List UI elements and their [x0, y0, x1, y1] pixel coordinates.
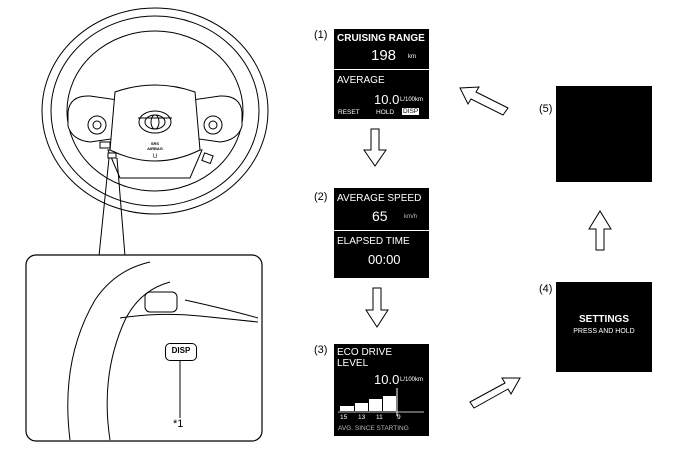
screen-4-settings: SETTINGS PRESS AND HOLD	[556, 282, 652, 372]
right-switch-cluster	[201, 115, 223, 165]
screen-2-average-speed: AVERAGE SPEED 65 km/h ELAPSED TIME 00:00	[334, 188, 429, 278]
screen2-speed-value: 65	[372, 208, 388, 224]
screen1-avg-label: AVERAGE	[337, 75, 385, 86]
arrow-5-to-1	[459, 86, 509, 116]
screen3-value: 10.0	[374, 372, 400, 387]
screen1-footer-reset: RESET	[338, 109, 360, 116]
screen2-divider	[334, 230, 429, 231]
steering-wheel-hub	[109, 84, 201, 162]
screen3-tick-3: 11	[376, 414, 383, 421]
arrow-up-4-to-5	[588, 210, 612, 251]
screen2-speed-unit: km/h	[404, 214, 418, 220]
screen3-tick-4: 9	[397, 414, 401, 421]
screen1-range-unit: km	[408, 54, 416, 60]
screen3-footer: AVG. SINCE STARTING	[338, 425, 409, 432]
arrow-down-2-to-3	[365, 287, 389, 328]
arrow-3-to-4	[469, 377, 521, 409]
screen3-tick-1: 15	[340, 414, 348, 421]
step-label-2: (2)	[314, 191, 328, 203]
step-label-1: (1)	[314, 29, 328, 41]
screen4-title: SETTINGS	[578, 314, 629, 325]
screen2-speed-label: AVERAGE SPEED	[337, 193, 422, 204]
screen4-subtitle: PRESS AND HOLD	[573, 328, 635, 335]
wheel-bottom-mark: U	[153, 154, 158, 160]
screen1-footer-disp: DISP	[402, 108, 420, 115]
airbag-label: SRS AIRBAG	[147, 141, 163, 151]
screen-3-eco-drive-level: ECO DRIVE LEVEL 10.0 L/100km 15 13 11 9 …	[334, 344, 429, 436]
eco-bar-2	[355, 403, 368, 411]
eco-bar-4	[383, 396, 396, 411]
screen1-title: CRUISING RANGE	[337, 33, 425, 44]
screen3-title-line1: ECO DRIVE	[337, 347, 393, 358]
step-label-3: (3)	[314, 344, 328, 356]
zoom-leader-lines	[98, 157, 126, 257]
left-switch-cluster	[87, 115, 111, 149]
step-label-4: (4)	[539, 283, 553, 295]
screen3-title-line2: LEVEL	[337, 358, 369, 369]
screen1-avg-value: 10.0	[374, 92, 400, 107]
disp-button-label: DISP	[171, 346, 191, 355]
steering-wheel-rim	[41, 7, 269, 215]
eco-bar-3	[369, 399, 382, 411]
step-label-5: (5)	[539, 103, 553, 115]
zoom-detail-panel	[25, 254, 263, 442]
eco-bar-graph	[338, 388, 424, 416]
arrow-down-1-to-2	[363, 128, 387, 167]
zoom-detail-shapes	[67, 261, 259, 441]
screen1-range-value: 198	[371, 47, 397, 64]
callout-label: *1	[173, 418, 184, 430]
flow-arrows	[363, 86, 612, 409]
screen1-avg-unit: L/100km	[400, 97, 424, 103]
screen2-time-value: 00:00	[368, 252, 401, 267]
disp-button[interactable]: DISP	[165, 343, 197, 361]
screen3-unit: L/100km	[400, 377, 424, 383]
screen-5-blank	[556, 86, 652, 182]
screen3-tick-2: 13	[358, 414, 366, 421]
screen1-footer-hold: HOLD	[376, 109, 395, 116]
eco-bar-1	[340, 406, 354, 411]
screen2-time-label: ELAPSED TIME	[337, 236, 410, 247]
screen1-divider	[334, 69, 429, 70]
disp-switch-on-wheel[interactable]	[107, 152, 117, 159]
screen-1-cruising-range: CRUISING RANGE 198 km AVERAGE 10.0 L/100…	[334, 29, 429, 119]
